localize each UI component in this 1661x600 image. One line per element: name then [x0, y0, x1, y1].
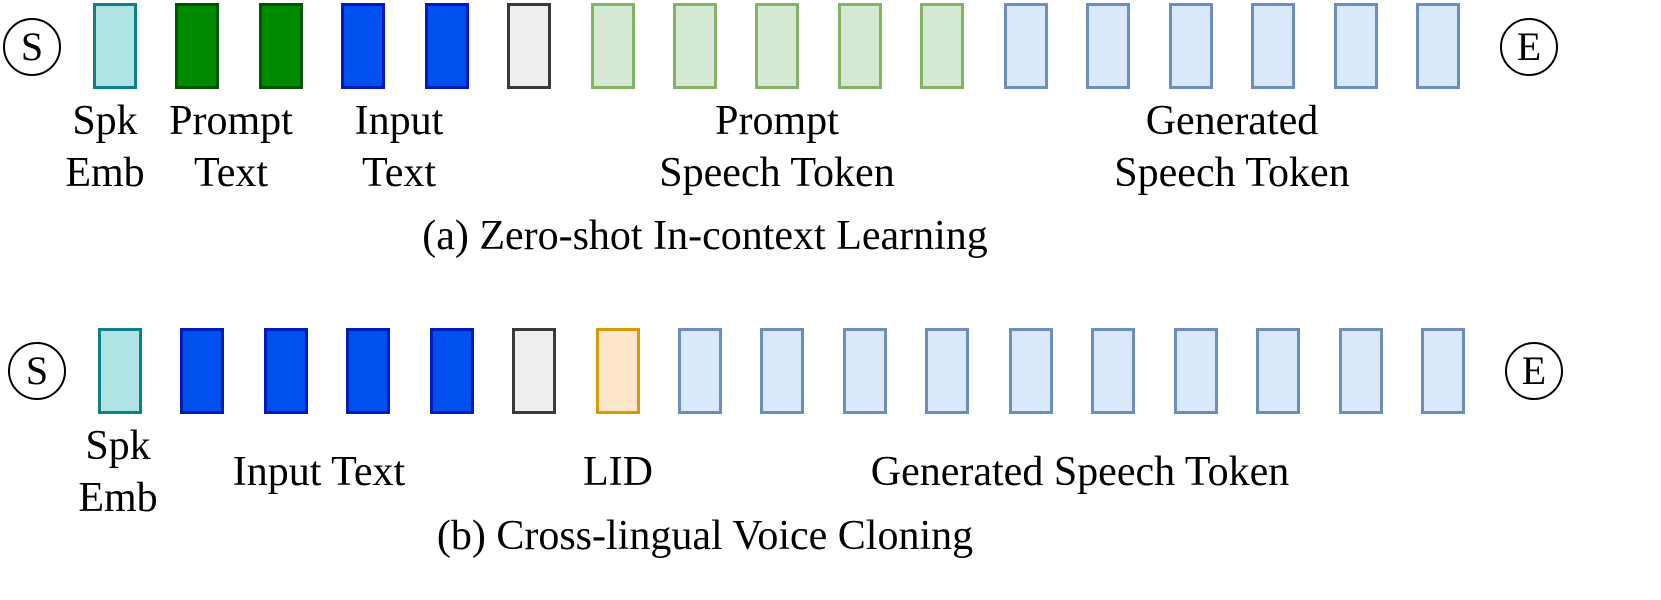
label-line: Prompt — [169, 98, 293, 144]
label-line: Input — [354, 98, 444, 144]
token-generated-speech-b — [760, 328, 804, 414]
token-prompt-speech-a — [673, 3, 717, 89]
label-lid-b: LID — [583, 449, 653, 495]
end-symbol-a: E — [1500, 18, 1558, 76]
label-line: Text — [193, 150, 269, 196]
diagram-a: S E Spk Emb Prompt Text Input Text Promp… — [0, 0, 1661, 280]
token-lid-b — [596, 328, 640, 414]
token-input-text-b — [346, 328, 390, 414]
token-generated-speech-a — [1086, 3, 1130, 89]
token-generated-speech-b — [1339, 328, 1383, 414]
label-line: Emb — [65, 150, 145, 196]
token-prompt-speech-a — [838, 3, 882, 89]
label-prompt-text-a: Prompt Text — [169, 95, 293, 199]
token-generated-speech-b — [1256, 328, 1300, 414]
token-generated-speech-a — [1334, 3, 1378, 89]
label-input-text-b: Input Text — [232, 449, 406, 495]
label-generated-speech-b: Generated Speech Token — [870, 449, 1290, 495]
token-prompt-text-a — [259, 3, 303, 89]
token-prompt-speech-a — [920, 3, 964, 89]
label-spk-emb-b: Spk Emb — [78, 420, 157, 524]
token-generated-speech-a — [1169, 3, 1213, 89]
token-spk-emb-a — [93, 3, 137, 89]
token-generated-speech-a — [1416, 3, 1460, 89]
token-prompt-speech-a — [755, 3, 799, 89]
token-input-text-b — [180, 328, 224, 414]
label-line: Speech Token — [659, 150, 895, 196]
token-separator-a — [507, 3, 551, 89]
token-generated-speech-b — [1174, 328, 1218, 414]
label-input-text-a: Input Text — [355, 95, 444, 199]
label-line: Spk — [72, 98, 138, 144]
start-symbol-a: S — [3, 18, 61, 76]
label-line: Generated — [1145, 98, 1319, 144]
token-separator-b — [512, 328, 556, 414]
token-generated-speech-b — [925, 328, 969, 414]
token-input-text-b — [430, 328, 474, 414]
token-generated-speech-b — [1421, 328, 1465, 414]
label-generated-speech-a: Generated Speech Token — [1114, 95, 1349, 199]
token-input-text-b — [264, 328, 308, 414]
token-generated-speech-b — [843, 328, 887, 414]
end-symbol-b: E — [1505, 342, 1563, 400]
token-generated-speech-b — [1091, 328, 1135, 414]
token-input-text-a — [425, 3, 469, 89]
label-line: Speech Token — [1114, 150, 1350, 196]
label-line: Spk — [85, 423, 151, 469]
token-generated-speech-b — [1009, 328, 1053, 414]
token-input-text-a — [341, 3, 385, 89]
token-prompt-text-a — [175, 3, 219, 89]
label-line: Prompt — [715, 98, 839, 144]
label-line: Emb — [78, 475, 158, 521]
caption-a: (a) Zero-shot In-context Learning — [422, 213, 988, 259]
token-prompt-speech-a — [591, 3, 635, 89]
caption-b: (b) Cross-lingual Voice Cloning — [436, 513, 974, 559]
token-generated-speech-a — [1251, 3, 1295, 89]
token-generated-speech-b — [678, 328, 722, 414]
token-generated-speech-a — [1004, 3, 1048, 89]
start-symbol-b: S — [8, 342, 66, 400]
label-prompt-speech-a: Prompt Speech Token — [659, 95, 894, 199]
label-spk-emb-a: Spk Emb — [65, 95, 144, 199]
token-spk-emb-b — [98, 328, 142, 414]
label-line: Text — [361, 150, 437, 196]
